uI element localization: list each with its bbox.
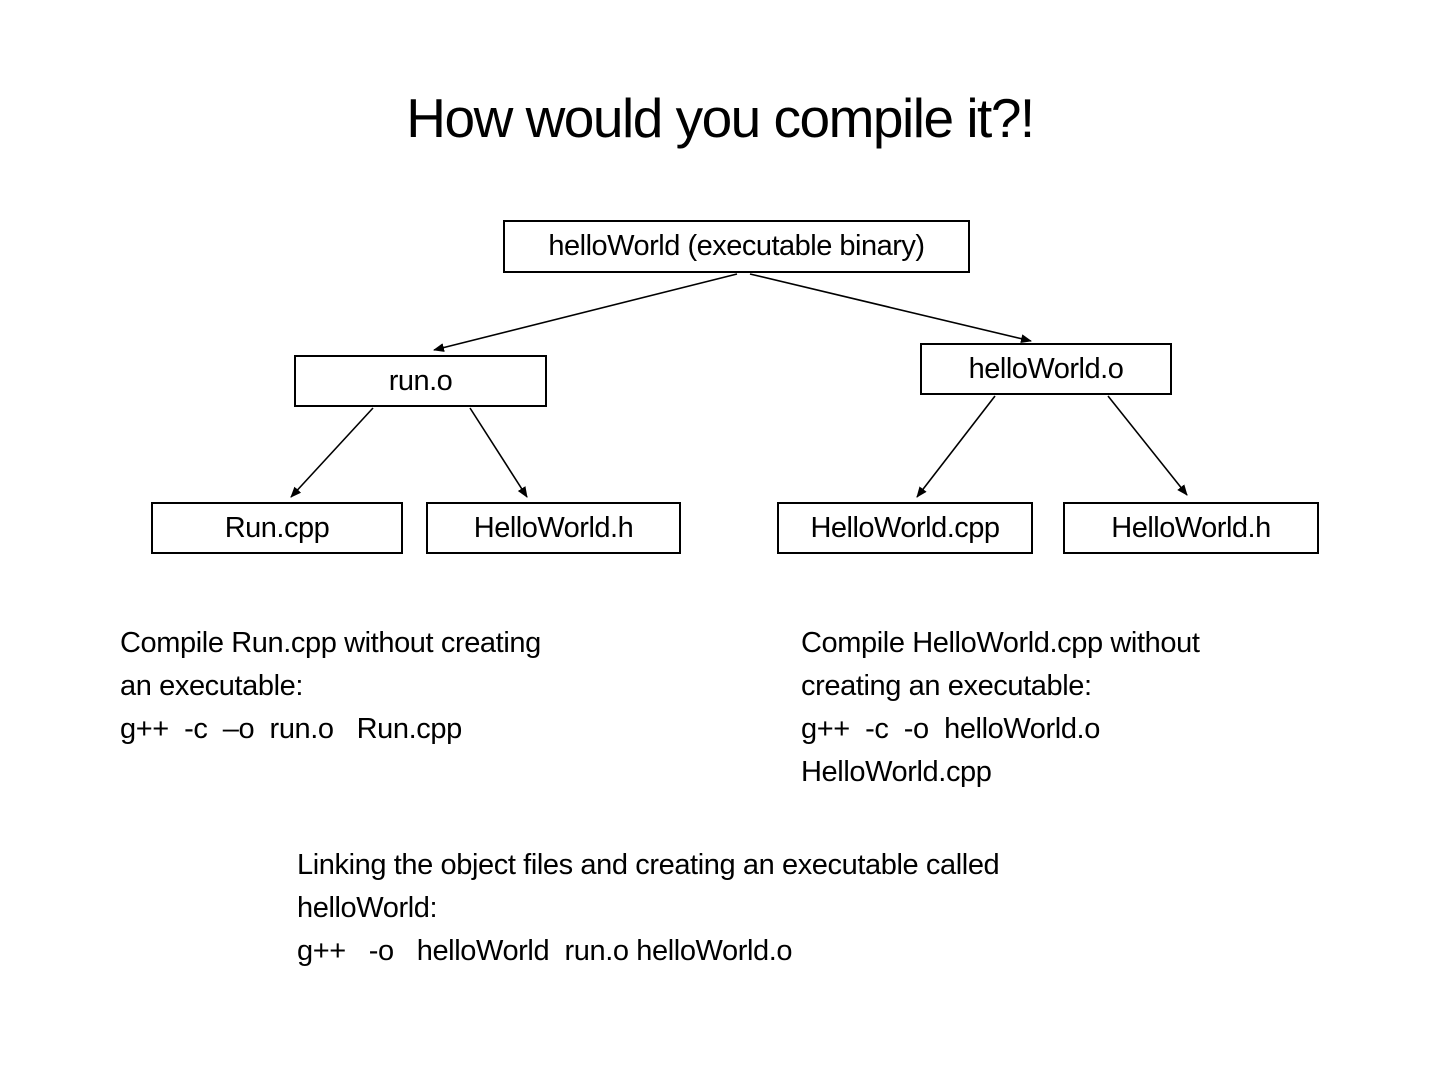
arrow-run-o-to-run-cpp — [290, 407, 374, 498]
node-helloworld-cpp: HelloWorld.cpp — [777, 502, 1033, 554]
node-run-cpp: Run.cpp — [151, 502, 403, 554]
node-helloworld-o-label: helloWorld.o — [968, 352, 1124, 385]
node-helloworld-h-right-label: HelloWorld.h — [1111, 511, 1271, 544]
arrow-helloworld-o-to-helloworld-cpp — [916, 395, 996, 498]
arrow-root-to-helloworld-o — [749, 273, 1032, 344]
note-compile-helloworld-cpp-line: creating an executable: — [801, 670, 1092, 702]
arrow-run-o-to-helloworld-h — [469, 407, 528, 498]
node-run-o-label: run.o — [388, 364, 453, 397]
arrow-root-to-run-o — [433, 273, 738, 352]
note-linking-line: helloWorld: — [297, 892, 438, 924]
node-run-o: run.o — [294, 355, 547, 407]
node-helloworld-h-left: HelloWorld.h — [426, 502, 681, 554]
node-helloworld-h-left-label: HelloWorld.h — [473, 511, 634, 544]
note-compile-helloworld-cpp-command: HelloWorld.cpp — [801, 756, 992, 788]
note-compile-helloworld-cpp-command: g++ -c -o helloWorld.o — [801, 713, 1100, 745]
node-helloworld-cpp-label: HelloWorld.cpp — [810, 511, 1000, 544]
node-helloworld-binary: helloWorld (executable binary) — [503, 220, 970, 273]
note-linking-line: Linking the object files and creating an… — [297, 849, 1000, 881]
node-helloworld-binary-label: helloWorld (executable binary) — [548, 230, 925, 262]
node-helloworld-o: helloWorld.o — [920, 343, 1172, 395]
note-linking-command: g++ -o helloWorld run.o helloWorld.o — [297, 935, 793, 967]
note-compile-run-cpp: Compile Run.cpp without creating an exec… — [120, 622, 541, 751]
note-linking: Linking the object files and creating an… — [297, 844, 1000, 973]
note-compile-run-cpp-line: Compile Run.cpp without creating — [120, 627, 541, 659]
note-compile-run-cpp-command: g++ -c –o run.o Run.cpp — [120, 713, 462, 745]
note-compile-helloworld-cpp-line: Compile HelloWorld.cpp without — [801, 627, 1200, 659]
slide-title: How would you compile it?! — [406, 87, 1035, 149]
note-compile-run-cpp-line: an executable: — [120, 670, 304, 702]
note-compile-helloworld-cpp: Compile HelloWorld.cpp without creating … — [801, 622, 1200, 794]
node-run-cpp-label: Run.cpp — [224, 511, 330, 544]
node-helloworld-h-right: HelloWorld.h — [1063, 502, 1319, 554]
arrow-helloworld-o-to-helloworld-h — [1107, 395, 1188, 496]
